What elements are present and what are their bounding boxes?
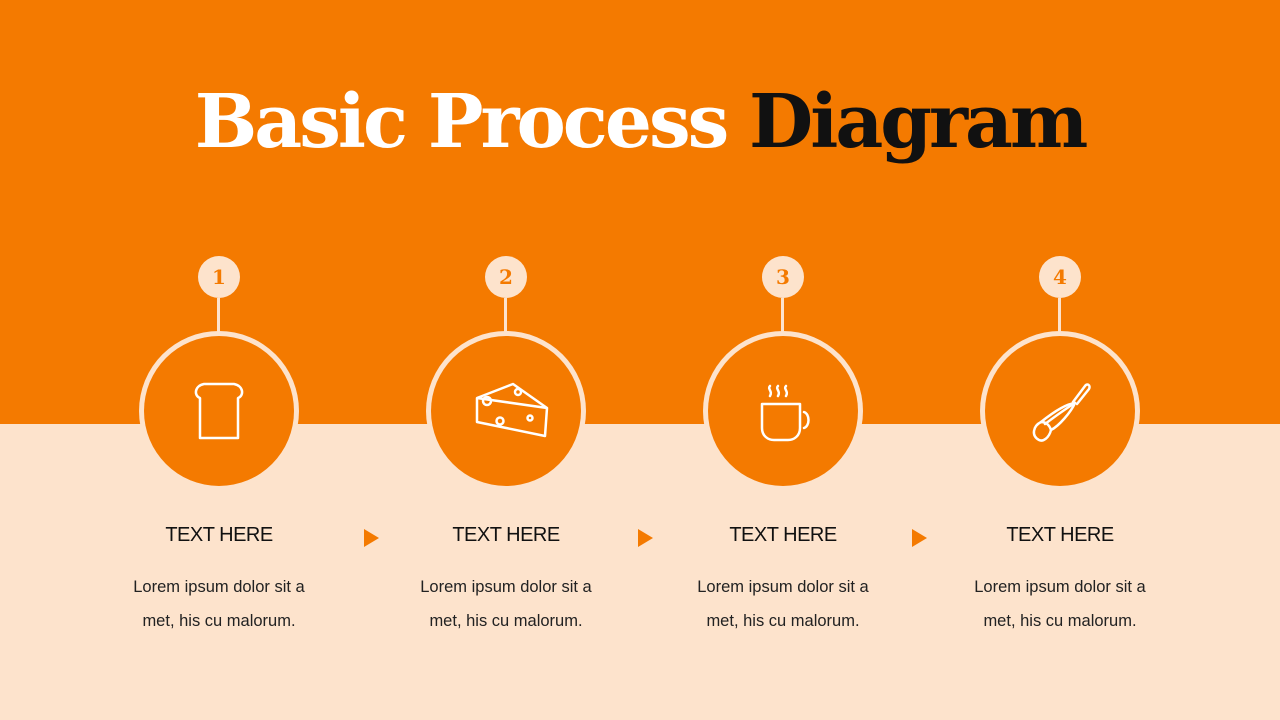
step-number-badge: 1	[198, 256, 240, 298]
connector-line	[781, 298, 784, 334]
coffee-cup-icon	[760, 384, 810, 442]
icon-circle	[708, 336, 858, 486]
step-number-badge: 4	[1039, 256, 1081, 298]
step-heading: TEXT HERE	[452, 524, 560, 546]
connector-line	[217, 298, 220, 334]
step-description: Lorem ipsum dolor sit a met, his cu malo…	[697, 578, 869, 630]
arrow-right-icon	[364, 529, 379, 547]
step-number-badge: 2	[485, 256, 527, 298]
process-step-2: 2 TEXT HERE Lorem ipsum dolor sit a met,…	[406, 0, 606, 720]
step-description: Lorem ipsum dolor sit a met, his cu malo…	[420, 578, 592, 630]
step-description: Lorem ipsum dolor sit a met, his cu malo…	[974, 578, 1146, 630]
icon-circle	[985, 336, 1135, 486]
step-description: Lorem ipsum dolor sit a met, his cu malo…	[133, 578, 305, 630]
step-heading: TEXT HERE	[165, 524, 273, 546]
step-heading: TEXT HERE	[1006, 524, 1114, 546]
icon-circle	[144, 336, 294, 486]
page-title: Basic Process Diagram	[0, 72, 1280, 172]
process-step-4: 4 TEXT HERE Lorem ipsum dolor sit a met,…	[960, 0, 1160, 720]
title-part-black: Diagram	[749, 79, 1088, 165]
bread-icon	[194, 382, 244, 440]
icon-circle	[431, 336, 581, 486]
cheese-icon	[475, 382, 549, 438]
step-heading: TEXT HERE	[729, 524, 837, 546]
arrow-right-icon	[912, 529, 927, 547]
connector-line	[1058, 298, 1061, 334]
connector-line	[504, 298, 507, 334]
process-step-1: 1 TEXT HERE Lorem ipsum dolor sit a met,…	[119, 0, 319, 720]
whisk-icon	[1032, 383, 1091, 442]
process-step-3: 3 TEXT HERE Lorem ipsum dolor sit a met,…	[683, 0, 883, 720]
title-part-white: Basic Process	[194, 79, 730, 165]
step-number-badge: 3	[762, 256, 804, 298]
arrow-right-icon	[638, 529, 653, 547]
